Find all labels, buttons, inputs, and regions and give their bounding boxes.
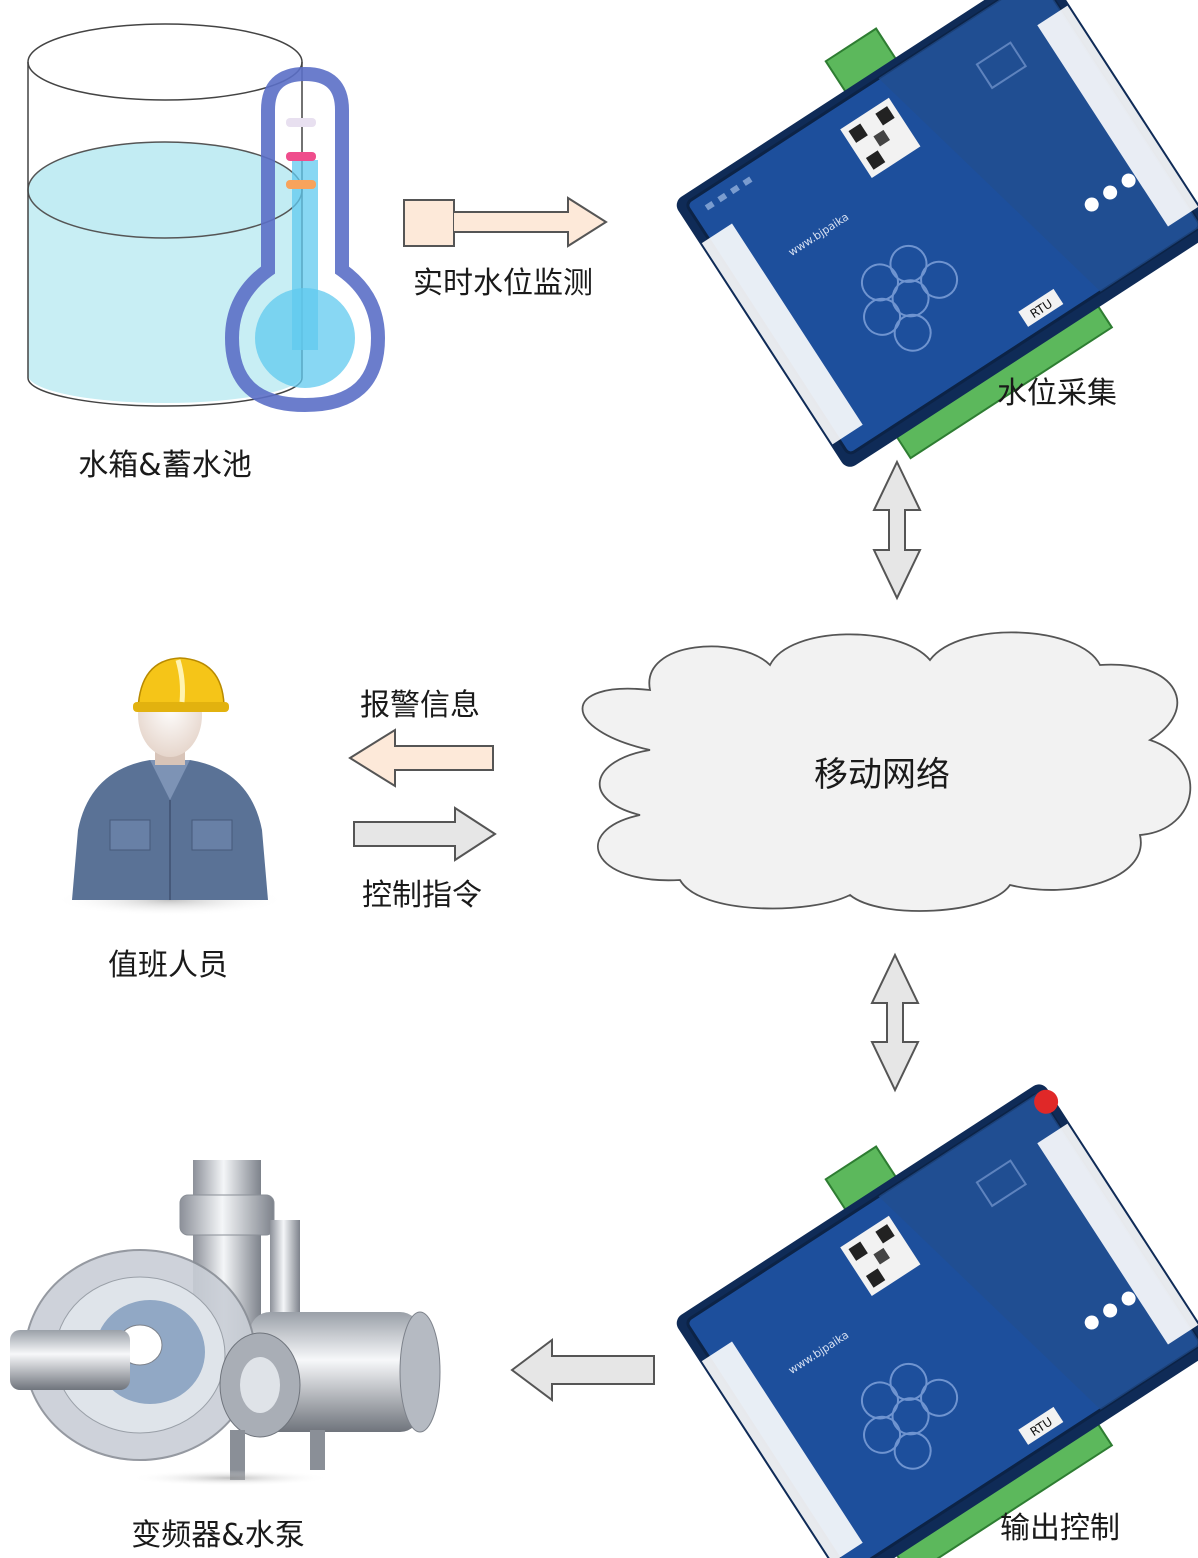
double-arrow-lower [870, 952, 920, 1093]
alarm-arrow [348, 728, 494, 788]
realtime-monitor-label: 实时水位监测 [413, 266, 593, 301]
alarm-info-label: 报警信息 [360, 688, 480, 723]
duty-staff-label: 值班人员 [108, 948, 228, 983]
pump-icon [10, 1160, 441, 1486]
realtime-monitor-arrow [403, 196, 608, 248]
thermometer-icon [224, 66, 386, 413]
rtu-device-collect: RTU www.bjpaika [676, 0, 1198, 467]
pump-arrow [510, 1338, 655, 1402]
duty-staff-avatar [55, 657, 285, 916]
control-arrow [353, 806, 497, 862]
mobile-network-cloud [581, 631, 1192, 912]
pump-label: 变频器&水泵 [131, 1518, 304, 1553]
tank-label: 水箱&蓄水池 [78, 448, 251, 483]
output-control-label: 输出控制 [1000, 1511, 1120, 1546]
water-tank-icon [27, 23, 303, 407]
rtu-device-output: RTU www.bjpaika [676, 1084, 1198, 1558]
collect-label: 水位采集 [997, 376, 1117, 411]
control-command-label: 控制指令 [362, 878, 482, 913]
network-label: 移动网络 [814, 755, 950, 795]
double-arrow-upper [872, 459, 922, 601]
